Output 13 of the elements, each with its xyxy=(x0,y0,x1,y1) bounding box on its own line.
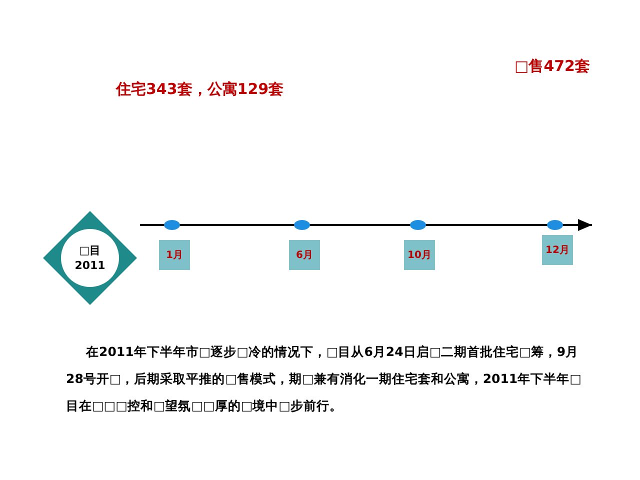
month-box xyxy=(289,240,320,270)
month-box xyxy=(159,240,190,270)
node-text: □目 xyxy=(79,243,101,258)
month-text: 6月 xyxy=(296,248,313,262)
node-text: 2011 xyxy=(74,258,106,273)
month-text: 12月 xyxy=(546,244,570,258)
description-paragraph: 在2011年下半年市□逐步□冷的情况下，□目从6月24日启□二期首批住宅□筹，9月28号开□，后期采取平推的□售模式，期□兼有消化一期住宅套和公寓，2011年下半年□目在□□□控和□望氛□□厚的□境中□步前行。 xyxy=(66,343,582,415)
month-box xyxy=(542,235,573,265)
month-box xyxy=(404,240,435,270)
sales-total-text: □售472套 xyxy=(514,56,590,77)
month-text: 1月 xyxy=(166,248,183,262)
month-text: 10月 xyxy=(408,248,432,262)
sales-breakdown-text: 住宅343套，公寓129套 xyxy=(116,79,284,100)
